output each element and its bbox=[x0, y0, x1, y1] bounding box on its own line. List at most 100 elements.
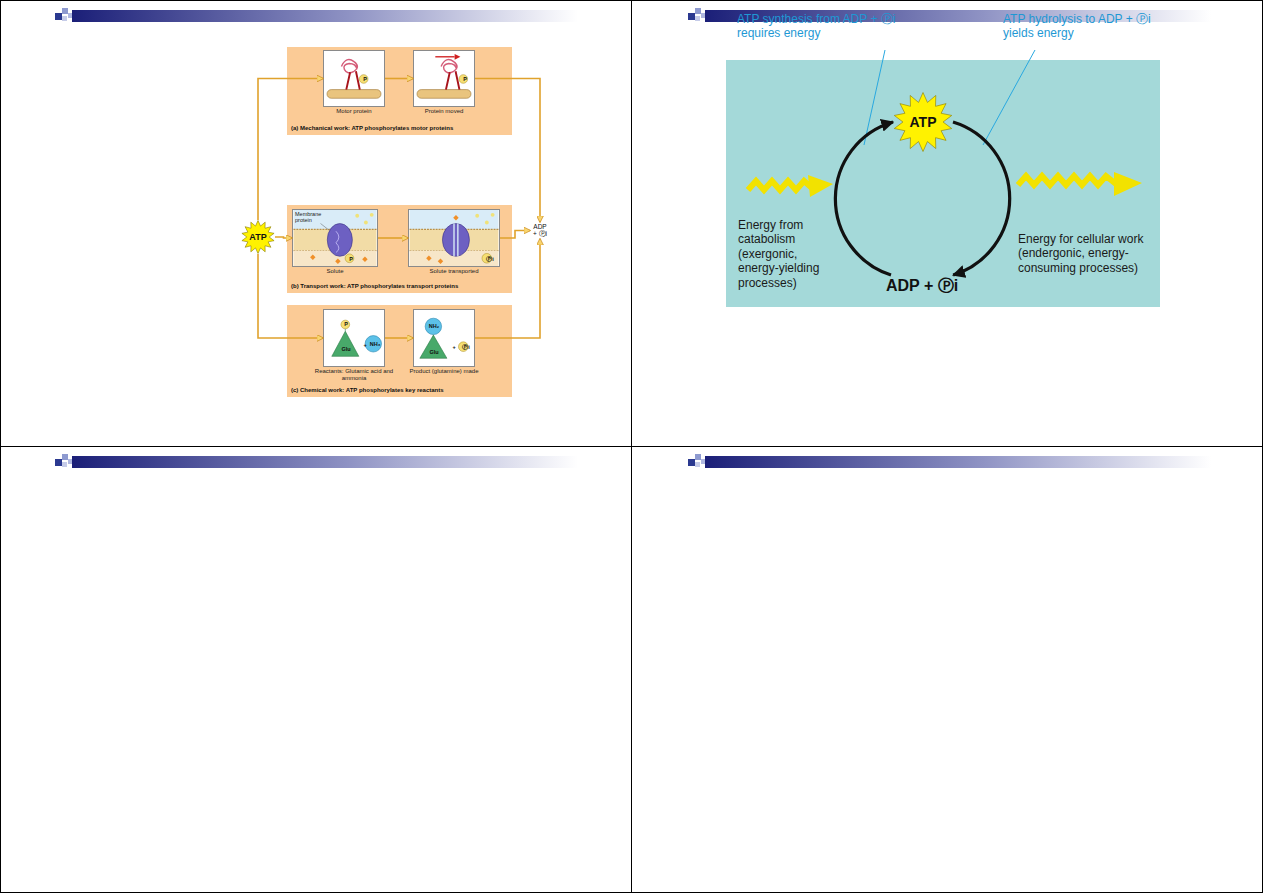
text-holder: Product (glutamine) made bbox=[401, 366, 487, 375]
text-holder: ATP hydrolysis to ADP + Ⓟi yields energy bbox=[1003, 12, 1153, 41]
illustration bbox=[324, 51, 384, 106]
drawing-part bbox=[453, 215, 458, 220]
node-text: ATP bbox=[249, 232, 266, 242]
node-text: Protein moved bbox=[404, 108, 484, 115]
text-holder: Ⓟi bbox=[462, 345, 470, 351]
symbol-label: Glu bbox=[429, 350, 438, 356]
symbol-label: Membrane protein bbox=[295, 211, 329, 224]
node-text: ATP bbox=[910, 114, 937, 130]
text-holder: Motor protein bbox=[314, 106, 394, 115]
text-holder: Protein moved bbox=[404, 106, 484, 115]
connector-arrow bbox=[835, 122, 893, 275]
drawing-part bbox=[446, 71, 460, 89]
connector-arrow bbox=[258, 79, 323, 221]
drawing-part bbox=[370, 213, 374, 217]
illustration-box: Motor proteinP bbox=[323, 50, 385, 107]
work-band: (c) Chemical work: ATP phosphorylates ke… bbox=[287, 305, 512, 397]
illustration bbox=[414, 310, 474, 366]
text-holder: + bbox=[363, 343, 366, 349]
node-text: Energy for cellular work (endergonic, en… bbox=[1018, 232, 1150, 275]
symbol-label: Ⓟi bbox=[486, 257, 494, 263]
drawing-part bbox=[454, 224, 458, 257]
drawing-part bbox=[426, 215, 458, 264]
drawing-part bbox=[364, 221, 368, 225]
atp-star: ATP bbox=[893, 92, 953, 152]
energy-wave-head bbox=[808, 175, 833, 197]
header-bar bbox=[55, 8, 578, 22]
atp-star: ATP bbox=[241, 220, 275, 254]
drawing-part bbox=[345, 329, 346, 331]
node-text: Solute bbox=[295, 268, 375, 275]
text-holder: Solute transported bbox=[409, 266, 499, 275]
connector-arrow bbox=[475, 79, 540, 223]
callout-text: ATP hydrolysis to ADP + Ⓟi yields energy bbox=[1003, 12, 1153, 41]
drawing-part bbox=[433, 334, 434, 336]
drawing-part bbox=[341, 320, 350, 329]
illustration-box: SoluteMembrane proteinP bbox=[292, 209, 378, 267]
drawing-part bbox=[321, 224, 330, 231]
drawing-part bbox=[425, 318, 441, 334]
drawing-part bbox=[345, 254, 354, 263]
node-text: Reactants: Glutamic acid and ammonia bbox=[314, 368, 394, 382]
energy-wave-arrow bbox=[1018, 176, 1116, 185]
symbol-label: Ⓟi bbox=[462, 345, 470, 351]
text-holder: Membrane protein bbox=[295, 211, 329, 224]
drawing-part bbox=[435, 56, 454, 57]
node-text: (b) Transport work: ATP phosphorylates t… bbox=[291, 283, 458, 290]
drawing-part bbox=[441, 60, 457, 73]
text-holder: ATP synthesis from ADP + Ⓟi requires ene… bbox=[737, 12, 902, 41]
drawing-part bbox=[310, 255, 315, 260]
text-holder: NH₃ bbox=[370, 342, 381, 348]
illustration-box: Protein movedP bbox=[413, 50, 475, 107]
node-text: (a) Mechanical work: ATP phosphorylates … bbox=[291, 125, 453, 132]
node-text: ADP + Ⓟi bbox=[531, 223, 549, 238]
connector-arrow bbox=[378, 237, 408, 239]
text-holder: NH₂ bbox=[429, 324, 439, 330]
symbol-label: Glu bbox=[341, 347, 350, 353]
node-text: Solute transported bbox=[409, 268, 499, 275]
symbol-label: NH₂ bbox=[429, 324, 439, 330]
drawing-part bbox=[491, 213, 495, 217]
symbol-label: P bbox=[344, 322, 348, 328]
callout-leader bbox=[864, 50, 885, 145]
drawing-part bbox=[332, 331, 359, 356]
text-holder: (b) Transport work: ATP phosphorylates t… bbox=[291, 283, 458, 290]
drawing-part bbox=[346, 71, 360, 89]
text-holder: (a) Mechanical work: ATP phosphorylates … bbox=[291, 125, 453, 132]
connector-arrow bbox=[500, 231, 530, 239]
drawing-part bbox=[420, 335, 447, 358]
text-holder: Energy from catabolism (exergonic, energ… bbox=[738, 218, 836, 290]
header-bar bbox=[688, 454, 1211, 468]
text-holder: P bbox=[363, 77, 367, 83]
connector-arrow bbox=[385, 337, 413, 339]
connector-arrow bbox=[385, 78, 413, 80]
text-holder: P bbox=[463, 77, 467, 83]
text-holder: Solute bbox=[295, 266, 375, 275]
node-text: Product (glutamine) made bbox=[401, 368, 487, 375]
drawing-part bbox=[341, 60, 357, 73]
text-holder: Energy for cellular work (endergonic, en… bbox=[1018, 232, 1150, 275]
symbol-label: + bbox=[452, 345, 455, 351]
text-holder: P bbox=[349, 257, 353, 263]
node-text: ADP + Ⓟi bbox=[886, 276, 958, 295]
callout-text: ATP synthesis from ADP + Ⓟi requires ene… bbox=[737, 12, 902, 41]
connector-arrow bbox=[475, 239, 540, 338]
drawing-part bbox=[335, 258, 340, 263]
illustration-box: Reactants: Glutamic acid and ammoniaPGlu… bbox=[323, 309, 385, 367]
node-text: Motor protein bbox=[314, 108, 394, 115]
symbol-label: P bbox=[463, 77, 467, 83]
text-holder: Glu bbox=[429, 350, 438, 356]
drawing-part bbox=[441, 60, 468, 90]
header-bar bbox=[55, 454, 578, 468]
drawing-part bbox=[359, 75, 368, 84]
symbol-label: P bbox=[363, 77, 367, 83]
connector-arrow bbox=[258, 254, 323, 338]
adp-pi-node: ADP + Ⓟi bbox=[530, 222, 550, 239]
callout-leader bbox=[983, 50, 1035, 145]
text-holder: Reactants: Glutamic acid and ammonia bbox=[314, 366, 394, 382]
drawing-part bbox=[355, 214, 359, 218]
drawing-part bbox=[475, 214, 479, 218]
